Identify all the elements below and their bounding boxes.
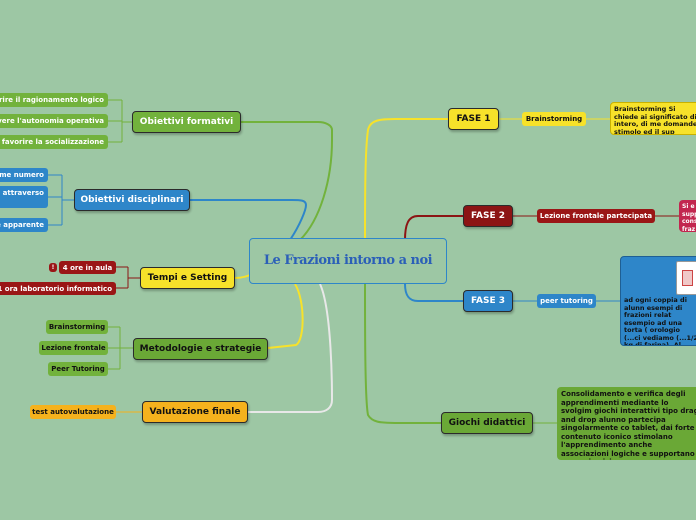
note-text: Consolidamento e verifica degli apprendi…: [561, 390, 696, 460]
subtopic-label: rire il ragionamento logico: [0, 96, 104, 104]
topic-label: Obiettivi formativi: [140, 117, 233, 127]
subtopic-label: Brainstorming: [49, 323, 105, 331]
subtopic-test-autovalutazione[interactable]: test autovalutazione: [30, 405, 116, 419]
topic-label: FASE 2: [471, 211, 505, 221]
topic-label: Tempi e Setting: [148, 273, 227, 283]
subtopic-lezione-frontale-partecipata[interactable]: Lezione frontale partecipata: [537, 209, 655, 223]
topic-label: FASE 3: [471, 296, 505, 306]
subtopic-come-numero[interactable]: ome numero: [0, 168, 48, 182]
note-fase3[interactable]: ad ogni coppia di alunn esempi di frazio…: [620, 256, 696, 346]
subtopic-attraverso[interactable]: attraverso: [0, 186, 48, 208]
subtopic-label: e apparente: [0, 221, 44, 229]
subtopic-laboratorio[interactable]: 1 ora laboratorio informatico: [0, 282, 116, 295]
subtopic-ore-aula[interactable]: 4 ore in aula: [59, 261, 116, 274]
subtopic-label: Lezione frontale partecipata: [540, 212, 652, 220]
topic-valutazione-finale[interactable]: Valutazione finale: [142, 401, 248, 423]
topic-obiettivi-formativi[interactable]: Obiettivi formativi: [132, 111, 241, 133]
subtopic-label: ome numero: [0, 171, 44, 179]
subtopic-label: test autovalutazione: [32, 408, 114, 416]
subtopic-label: Peer Tutoring: [51, 365, 105, 373]
note-fase1[interactable]: Brainstorming Si chiede ai significato d…: [610, 102, 696, 135]
topic-label: Obiettivi disciplinari: [81, 195, 184, 205]
topic-label: Giochi didattici: [449, 418, 526, 428]
subtopic-label: 4 ore in aula: [63, 264, 112, 272]
topic-fase-1[interactable]: FASE 1: [448, 108, 499, 130]
note-text: ad ogni coppia di alunn esempi di frazio…: [624, 296, 696, 346]
central-topic-title: Le Frazioni intorno a noi: [264, 254, 432, 268]
subtopic-ragionamento-logico[interactable]: rire il ragionamento logico: [0, 93, 108, 107]
note-giochi[interactable]: Consolidamento e verifica degli apprendi…: [557, 387, 696, 460]
subtopic-apparente[interactable]: e apparente: [0, 218, 48, 232]
subtopic-label: peer tutoring: [540, 297, 593, 305]
note-text: Si e supp cons fraz: [682, 203, 696, 232]
subtopic-peer-tutoring[interactable]: Peer Tutoring: [48, 362, 108, 376]
subtopic-lezione-frontale[interactable]: Lezione frontale: [39, 341, 108, 355]
subtopic-autonomia-operativa[interactable]: vere l'autonomia operativa: [0, 114, 108, 128]
image-thumbnail-icon: [676, 261, 696, 295]
topic-fase-3[interactable]: FASE 3: [463, 290, 513, 312]
topic-tempi-setting[interactable]: Tempi e Setting: [140, 267, 235, 289]
subtopic-brainstorming-fase1[interactable]: Brainstorming: [522, 112, 586, 126]
note-text: Brainstorming Si chiede ai significato d…: [614, 105, 696, 135]
subtopic-label: 1 ora laboratorio informatico: [0, 285, 112, 293]
note-fase2[interactable]: Si e supp cons fraz: [679, 200, 696, 232]
subtopic-socializzazione[interactable]: favorire la socializzazione: [0, 135, 108, 149]
topic-label: Metodologie e strategie: [140, 344, 262, 354]
priority-flag-icon: !: [49, 263, 57, 272]
subtopic-label: vere l'autonomia operativa: [0, 117, 104, 125]
topic-label: FASE 1: [456, 114, 490, 124]
subtopic-peer-tutoring-fase3[interactable]: peer tutoring: [537, 294, 596, 308]
subtopic-label: attraverso: [3, 189, 44, 197]
subtopic-label: Lezione frontale: [41, 344, 105, 352]
topic-giochi-didattici[interactable]: Giochi didattici: [441, 412, 533, 434]
topic-fase-2[interactable]: FASE 2: [463, 205, 513, 227]
subtopic-brainstorming[interactable]: Brainstorming: [46, 320, 108, 334]
central-topic[interactable]: Le Frazioni intorno a noi: [249, 238, 447, 284]
topic-obiettivi-disciplinari[interactable]: Obiettivi disciplinari: [74, 189, 190, 211]
topic-label: Valutazione finale: [150, 407, 241, 417]
subtopic-label: Brainstorming: [526, 115, 582, 123]
subtopic-label: favorire la socializzazione: [2, 138, 104, 146]
topic-metodologie-strategie[interactable]: Metodologie e strategie: [133, 338, 268, 360]
